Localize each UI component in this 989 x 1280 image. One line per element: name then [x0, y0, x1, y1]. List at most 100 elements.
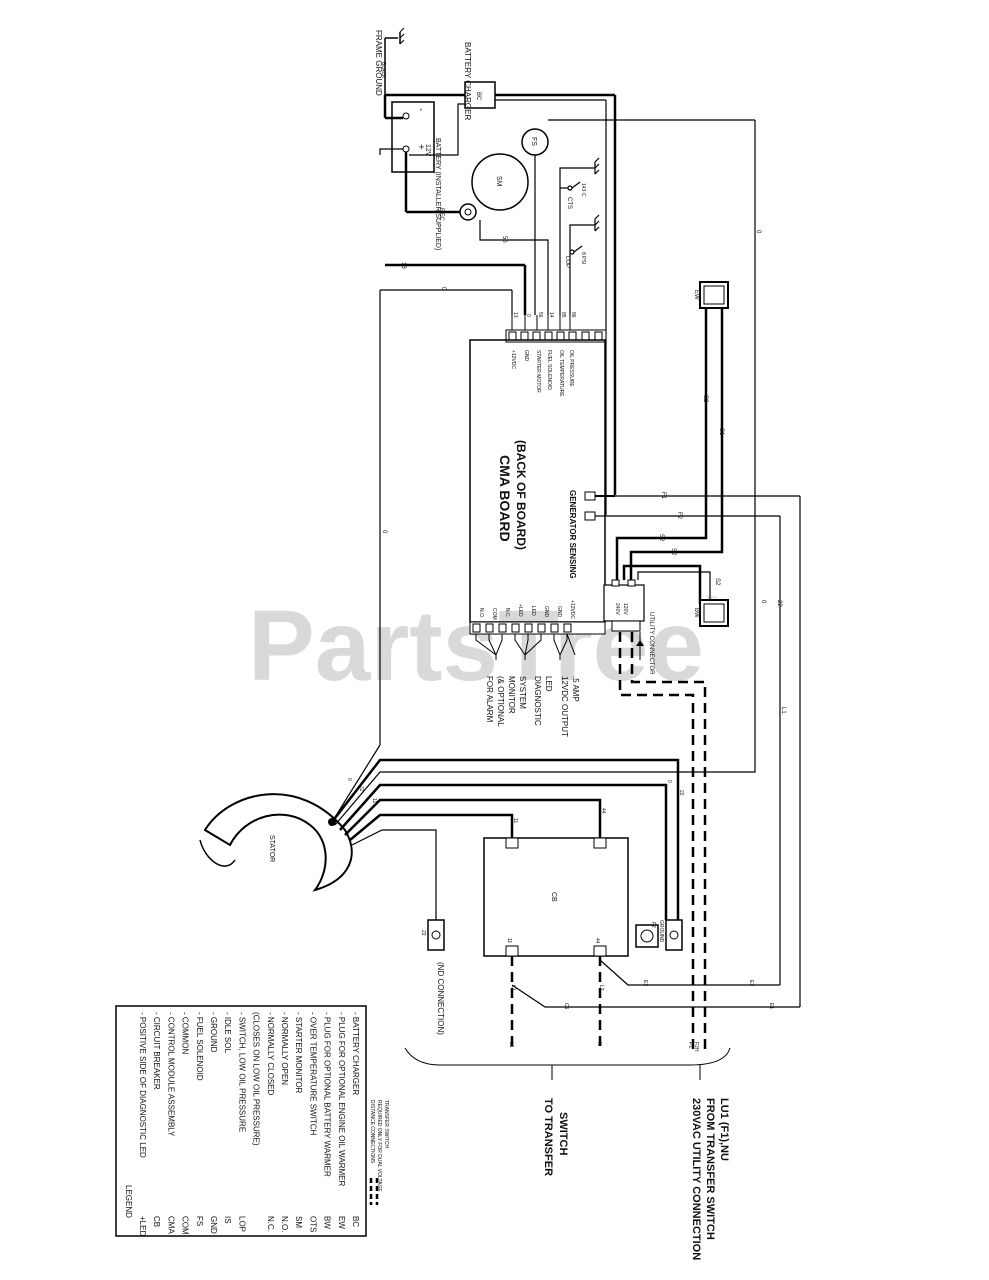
- top-wire-numbers: 13 0 56 14 85 86: [512, 312, 576, 318]
- bc-label: BC: [475, 92, 481, 101]
- legend-description: - SWITCH, LOW OIL PRESSURE: [237, 1012, 246, 1132]
- stator-wire-22b: 22: [678, 790, 684, 796]
- legend-description: (CLOSES ON LOW OIL PRESSURE): [252, 1012, 261, 1146]
- stator-wire-0b: 0: [666, 780, 672, 783]
- legend-description: - STARTER MONITOR: [294, 1012, 303, 1094]
- battery: - + BATTERY (INSTALLER SUPPLIED) 12V: [391, 101, 441, 250]
- bw-label: BW: [693, 608, 699, 618]
- legend-description: - FUEL SOLENOID: [195, 1012, 204, 1081]
- wire-l1-label: L1: [780, 707, 786, 714]
- lop-psi-label: 8 PSI: [580, 252, 586, 264]
- terminal-label-gnd: GND: [523, 350, 529, 362]
- cb-11-label: 11: [506, 938, 512, 943]
- ew-plug: EW: [693, 281, 729, 309]
- output-annotations: FOR ALARM (& OPTIONAL MONITOR SYSTEM DIA…: [485, 676, 580, 737]
- wire-e1-label: E1: [768, 1003, 774, 1009]
- legend-code: LOP: [237, 1216, 246, 1232]
- ts-n-label: N: [596, 1042, 602, 1046]
- cb-44-label: 44: [594, 938, 600, 944]
- ground-f2-label: F2: [650, 922, 656, 928]
- terminal-label-nc: N.C.: [504, 608, 510, 618]
- legend-code: COM: [181, 1216, 190, 1235]
- wire-0-left-label: 0: [381, 530, 387, 534]
- utility-connector-label: UTILITY CONNECTOR: [648, 612, 654, 675]
- frame-ground-label: FRAME GROUND: [374, 30, 383, 96]
- cb-l1-label: L1: [510, 985, 516, 991]
- wire-s1-ew-label: S1: [718, 428, 724, 436]
- for-alarm-label-3: MONITOR: [507, 676, 516, 714]
- wire-0-right-label: 0: [755, 230, 761, 234]
- utility-label-3: LU1 (F1),NU: [718, 1098, 730, 1161]
- terminal-label-com: COM: [491, 608, 497, 620]
- wire-c1-label: C1: [563, 1003, 569, 1010]
- wire-s2-label: S2: [658, 534, 664, 542]
- legend-code: SM: [294, 1216, 303, 1228]
- sm-label: SM: [495, 176, 502, 187]
- utility-label-1: 230VAC UTILITY CONNECTION: [690, 1098, 702, 1260]
- cts-switch: [559, 157, 600, 315]
- utility-label-2: FROM TRANSFER SWITCH: [704, 1098, 716, 1240]
- transfer-wire-labels: L1 N P1 F2H: [508, 1042, 699, 1052]
- stator-wire-0: 0: [346, 778, 352, 781]
- stator-label: STATOR: [268, 835, 275, 862]
- cma-board-subtitle: (BACK OF BOARD): [514, 440, 528, 550]
- wire-f1-label: F1: [660, 492, 666, 500]
- ew-label: EW: [693, 290, 699, 300]
- legend-dash-note-1: DISTANCE CONNECTIONS: [369, 1100, 375, 1164]
- legend-row: - STARTER MONITOR SM: [294, 1012, 303, 1228]
- top-wire-0: 0: [525, 314, 531, 317]
- fs-label: FS: [530, 137, 537, 146]
- frame-ground-icon: [399, 27, 405, 45]
- terminal-label-12vdc: +12VDC: [510, 350, 516, 369]
- stator-wire-11b: 11: [512, 818, 518, 823]
- wire-s2-ew-label: S2: [702, 395, 708, 403]
- to-transfer-label: TO TRANSFER: [542, 1098, 554, 1176]
- legend-row: (CLOSES ON LOW OIL PRESSURE): [252, 1012, 261, 1146]
- fuel-solenoid: FS: [521, 119, 756, 755]
- legend-dash-note-3: TRANSFER SWITCH: [383, 1100, 389, 1148]
- top-wire-56: 56: [537, 312, 543, 318]
- cts-temp-label: 143 C: [580, 183, 586, 197]
- legend-rows: - POSITIVE SIDE OF DIAGNOSTIC LED+LED- C…: [138, 1012, 360, 1236]
- nd-connection-label: (ND CONNECTION): [436, 962, 445, 1035]
- terminal-label-starter: STARTER MOTOR: [535, 350, 541, 393]
- terminal-label-oilpress: OIL PRESSURE: [568, 350, 574, 387]
- wire-f2-label: F2: [676, 512, 682, 520]
- utility-120v-label: 120V: [622, 603, 628, 615]
- cma-board: CMA BOARD (BACK OF BOARD) GENERATOR SENS…: [469, 339, 615, 623]
- terminal-label-fuel: FUEL SOLENOID: [546, 350, 552, 390]
- legend-description: - CIRCUIT BREAKER: [152, 1012, 161, 1090]
- terminal-label-no: N.O.: [478, 608, 484, 618]
- top-wire-85: 85: [560, 312, 566, 318]
- out-12v-label: 12VDC OUTPUT: [560, 676, 569, 737]
- utility-connector: 240V 120V UTILITY CONNECTOR: [603, 579, 654, 675]
- cb-label: CB: [550, 892, 557, 902]
- for-alarm-label: FOR ALARM: [485, 676, 494, 723]
- legend-code: BW: [323, 1216, 332, 1229]
- terminal-label-oiltemp: OIL TEMPERATURE: [558, 350, 564, 397]
- legend-code: +LED: [138, 1216, 147, 1236]
- legend-code: CMA: [166, 1216, 175, 1234]
- battery-plus: +: [415, 144, 426, 150]
- cb-l2-label: L2: [598, 985, 604, 991]
- legend-code: BC: [351, 1216, 360, 1227]
- wire-22-label: 22: [776, 600, 782, 607]
- legend-code: OTS: [308, 1216, 317, 1232]
- battery-12v: 12V: [424, 144, 431, 157]
- stator: STATOR: [199, 793, 353, 892]
- top-wire-13: 13: [512, 312, 518, 318]
- for-alarm-label-2: (& OPTIONAL: [496, 676, 505, 727]
- wire-e2b-label: E2: [748, 980, 754, 986]
- to-transfer-label-2: SWITCH: [557, 1112, 569, 1155]
- legend-code: N.O.: [280, 1216, 289, 1232]
- cb-output-wires: [510, 956, 800, 1052]
- bottom-terminal-labels: N.O. COM N.C. +LED LED GND GND +12VDC: [478, 600, 575, 620]
- wire-0-top-label: 0: [440, 287, 446, 291]
